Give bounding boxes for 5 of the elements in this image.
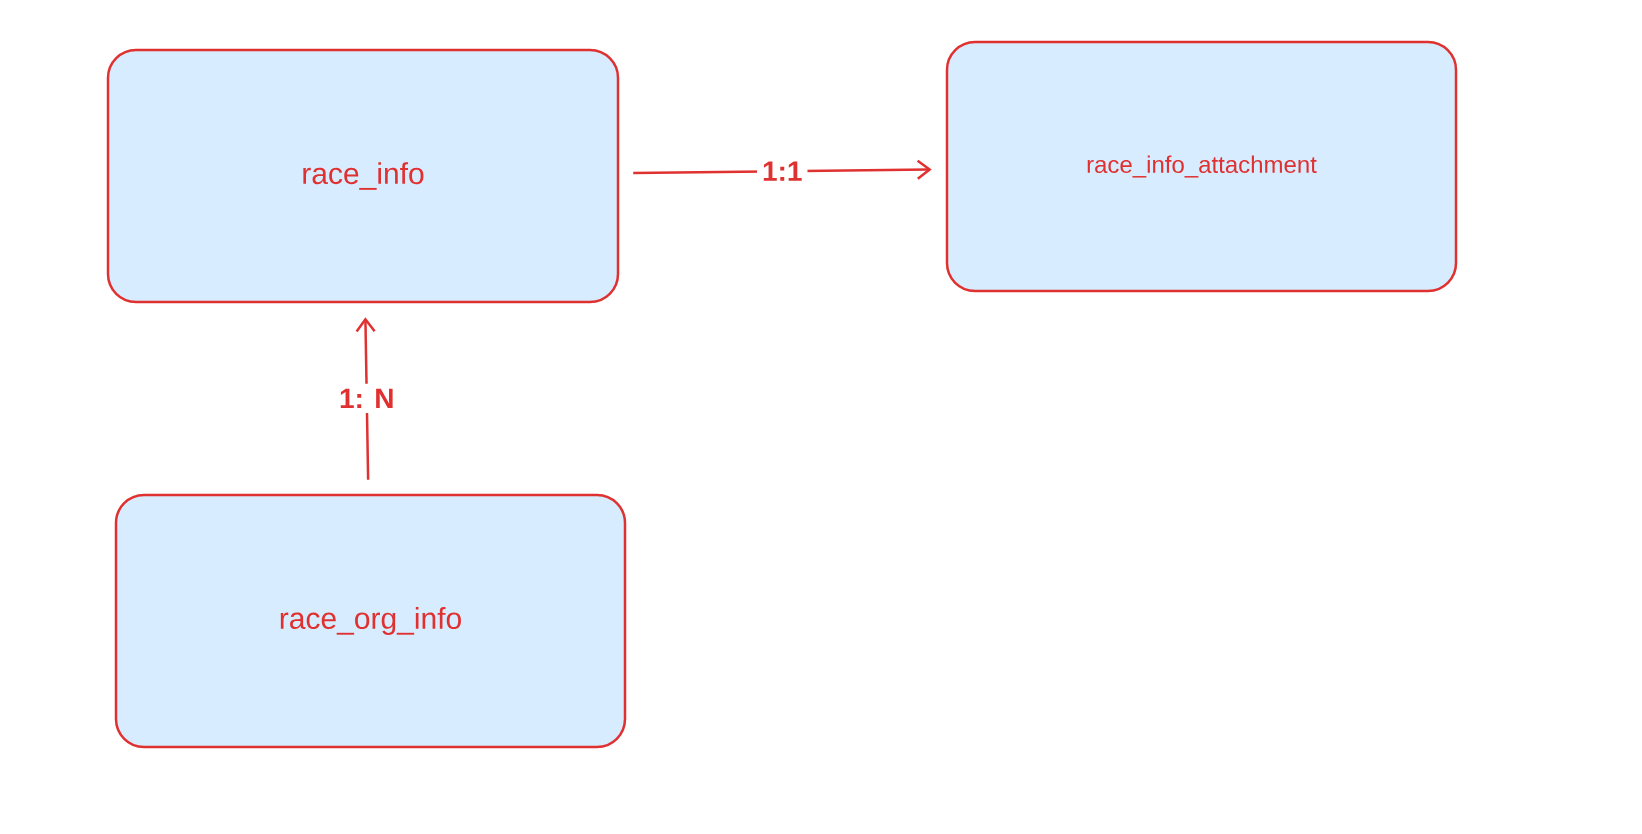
- table-box: race_org_info: [114, 493, 627, 749]
- table-box: race_info: [106, 48, 620, 304]
- table-box: race_info_attachment: [945, 40, 1458, 293]
- edge-label: 1:1: [757, 156, 808, 186]
- edge-label: 1: N: [334, 383, 400, 414]
